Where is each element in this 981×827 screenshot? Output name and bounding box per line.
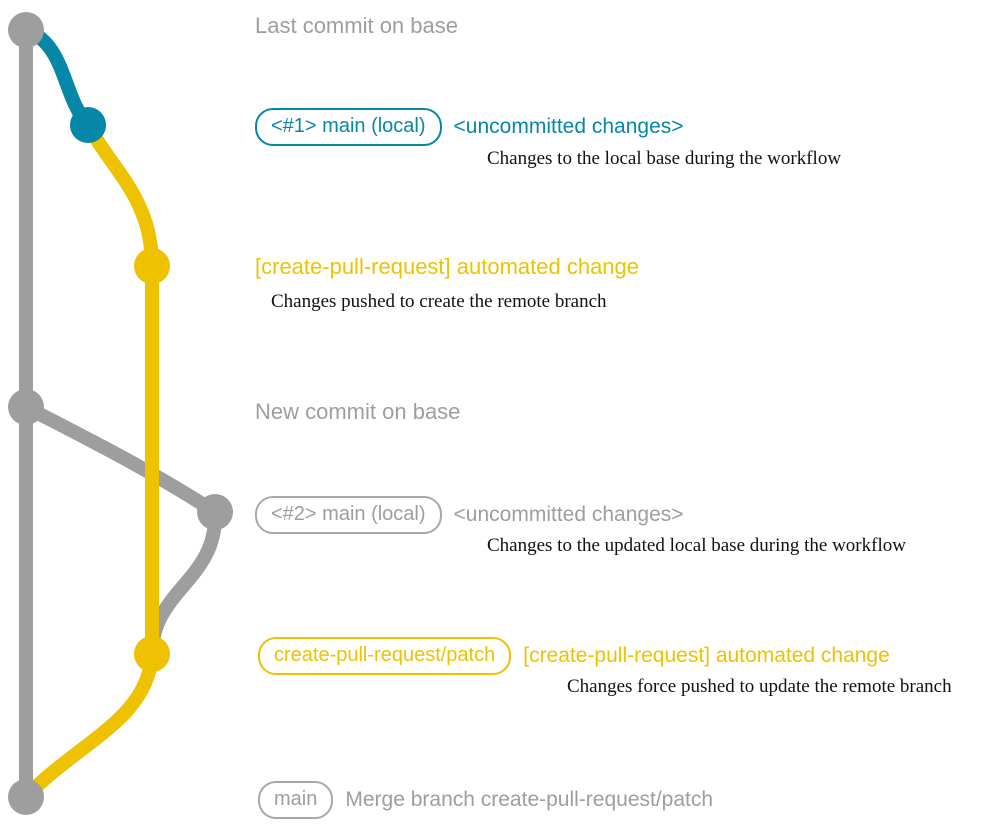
commit-row-merge: main Merge branch create-pull-request/pa… xyxy=(258,781,713,819)
commit-row-local-main-2: <#2> main (local) <uncommitted changes> xyxy=(255,496,684,534)
branch-pill-local-main-2[interactable]: <#2> main (local) xyxy=(255,496,442,534)
commit-node-new-commit-on-base[interactable] xyxy=(8,389,44,425)
commit-description-automated-change-2: Changes force pushed to update the remot… xyxy=(567,676,952,697)
base-to-local2-line xyxy=(19,400,222,519)
branch-pill-main[interactable]: main xyxy=(258,781,334,819)
commit-headline-last-commit-on-base: Last commit on base xyxy=(255,13,458,38)
patch-to-merge-line xyxy=(19,647,159,804)
branch-pill-create-pull-request-patch[interactable]: create-pull-request/patch xyxy=(258,637,512,675)
local2-to-patch-line xyxy=(145,505,223,661)
commit-node-local-main-2[interactable] xyxy=(197,494,233,530)
commit-row-local-main-1: <#1> main (local) <uncommitted changes> xyxy=(255,108,684,146)
commit-subject-merge: Merge branch create-pull-request/patch xyxy=(345,788,714,811)
commit-row-automated-change-2: create-pull-request/patch [create-pull-r… xyxy=(258,637,890,675)
commit-subject-local-main-2: <uncommitted changes> xyxy=(453,503,684,526)
commit-node-automated-change-1[interactable] xyxy=(134,248,170,284)
commit-node-merge[interactable] xyxy=(8,779,44,815)
local1-to-automated1-line xyxy=(81,118,159,273)
commit-subject-automated-change-2: [create-pull-request] automated change xyxy=(523,644,890,667)
commit-subject-local-main-1: <uncommitted changes> xyxy=(453,115,684,138)
commit-node-local-main-1[interactable] xyxy=(70,107,106,143)
branch-pill-local-main-1[interactable]: <#1> main (local) xyxy=(255,108,442,146)
commit-node-last-commit-on-base[interactable] xyxy=(8,12,44,48)
commit-description-local-main-1: Changes to the local base during the wor… xyxy=(487,148,842,169)
commit-node-automated-change-2[interactable] xyxy=(134,636,170,672)
commit-description-automated-change-1: Changes pushed to create the remote bran… xyxy=(271,291,607,312)
commit-headline-automated-change-1: [create-pull-request] automated change xyxy=(255,254,640,279)
commit-description-local-main-2: Changes to the updated local base during… xyxy=(487,535,906,556)
commit-headline-new-commit-on-base: New commit on base xyxy=(255,399,461,424)
